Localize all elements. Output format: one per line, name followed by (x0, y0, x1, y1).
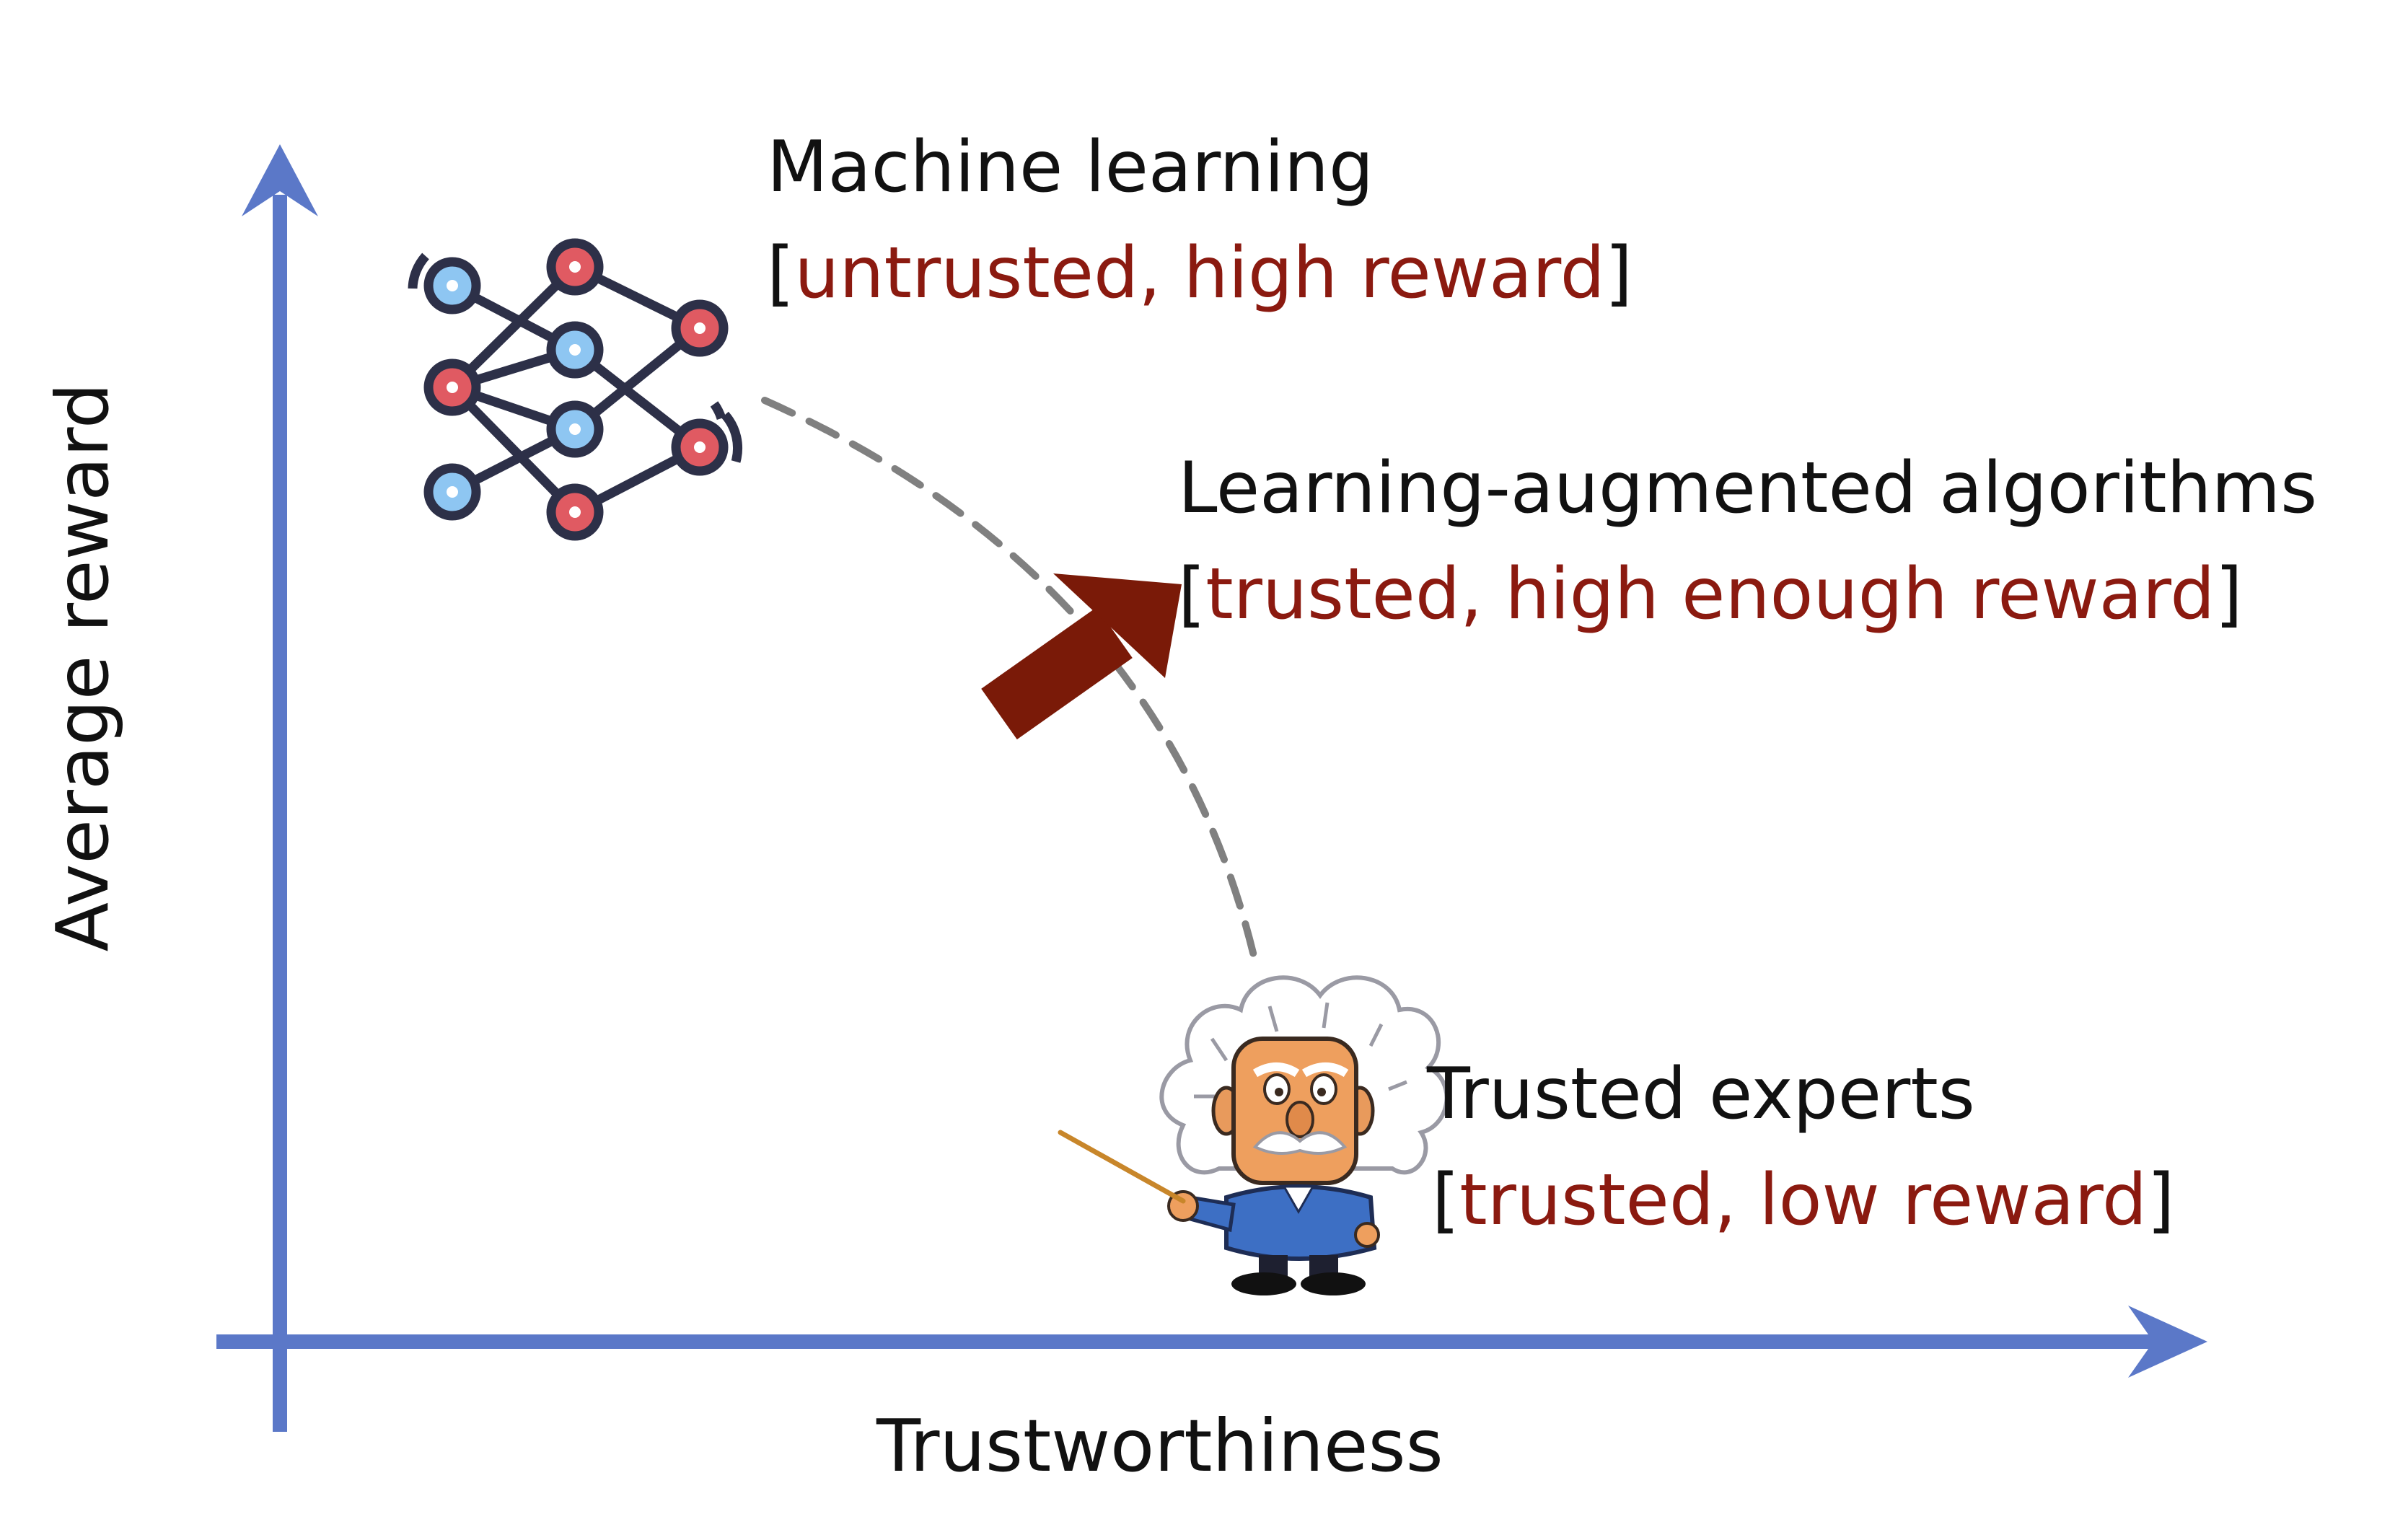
machine-learning-qualifier-line: [untrusted, high reward] (767, 238, 1632, 309)
y-axis-arrowhead (242, 144, 318, 216)
learning-augmented-qualifier: trusted, high enough reward (1205, 553, 2215, 635)
x-axis-arrowhead (2128, 1306, 2207, 1378)
machine-learning-title: Machine learning (767, 126, 1374, 208)
close-bracket: ] (2147, 1159, 2175, 1241)
open-bracket: [ (767, 232, 795, 314)
close-bracket: ] (2215, 553, 2243, 635)
x-axis-label: Trustworthiness (876, 1404, 1443, 1488)
close-bracket: ] (1604, 232, 1633, 314)
y-axis-label: Average reward (40, 382, 125, 952)
neural-network-icon (408, 238, 743, 541)
improvement-arrow-icon (981, 573, 1182, 740)
scientist-professor-icon (1046, 967, 1450, 1313)
y-axis (242, 144, 318, 1432)
open-bracket: [ (1432, 1159, 1460, 1241)
machine-learning-qualifier: untrusted, high reward (794, 232, 1605, 314)
trusted-experts-qualifier-line: [trusted, low reward] (1432, 1165, 2174, 1236)
trusted-experts-title: Trusted experts (1427, 1053, 1975, 1135)
open-bracket: [ (1178, 553, 1206, 635)
x-axis (216, 1306, 2207, 1378)
learning-augmented-qualifier-line: [trusted, high enough reward] (1178, 559, 2243, 630)
learning-augmented-title: Learning-augmented algorithms (1178, 447, 2318, 529)
trusted-experts-qualifier: trusted, low reward (1459, 1159, 2148, 1241)
